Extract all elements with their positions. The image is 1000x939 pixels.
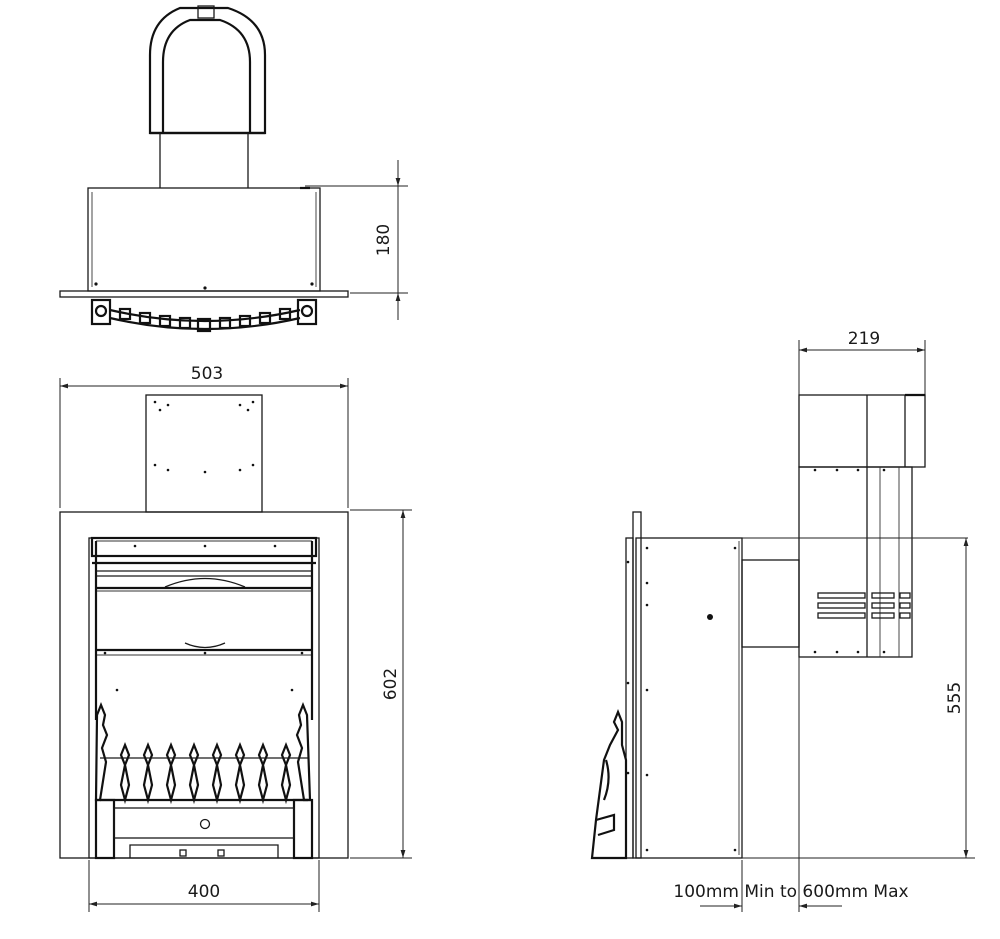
- front-view: 503: [59, 364, 412, 912]
- side-vents: [817, 592, 911, 619]
- dim-555: 555: [742, 538, 975, 859]
- dim-label-219: 219: [848, 329, 880, 349]
- top-firebox: [87, 187, 321, 292]
- side-view: 219: [590, 329, 975, 912]
- dim-label-180: 180: [374, 224, 394, 256]
- side-fret: [590, 709, 628, 860]
- dim-602: 602: [350, 509, 412, 859]
- top-front-plate: [59, 290, 349, 298]
- flue-hood: [148, 5, 267, 135]
- side-flue-box: [798, 394, 926, 468]
- dim-219: 219: [798, 329, 926, 396]
- dim-503: 503: [59, 364, 349, 508]
- front-opening: [88, 537, 320, 859]
- front-fret: [94, 702, 314, 860]
- side-firebox: [635, 537, 743, 859]
- top-fret: [90, 298, 318, 333]
- top-view: 180: [59, 5, 408, 333]
- dim-label-602: 602: [381, 668, 401, 700]
- dim-label-flue-range: 100mm Min to 600mm Max: [673, 882, 908, 902]
- front-rear-box: [145, 394, 263, 513]
- dim-400: 400: [88, 860, 320, 912]
- dim-label-503: 503: [191, 364, 223, 384]
- dim-label-400: 400: [188, 882, 220, 902]
- dim-flue-range: 100mm Min to 600mm Max: [673, 657, 909, 912]
- dim-label-555: 555: [945, 682, 965, 714]
- dim-180: 180: [305, 160, 408, 320]
